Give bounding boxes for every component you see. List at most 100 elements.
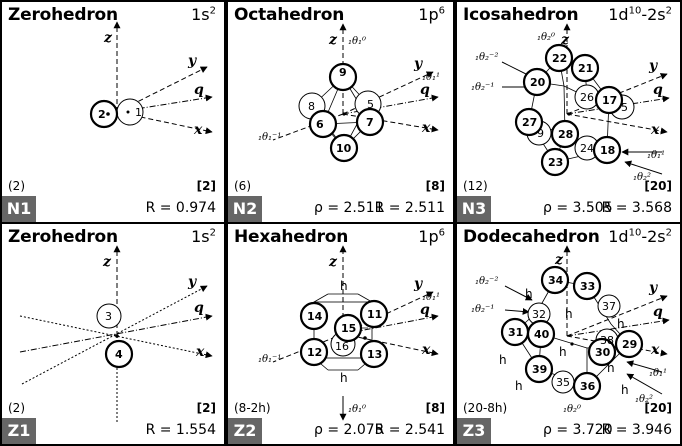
theta-label: ₁θ₂⁰ (563, 404, 581, 415)
node-z3-5: 40 (534, 328, 550, 341)
axis-y-label: y (413, 56, 423, 72)
axis-x-label: x (650, 342, 660, 358)
theta-label: ₁θ₁⁻¹ (258, 132, 281, 143)
node-n3-8: 28 (558, 128, 573, 141)
theta-label: ₁θ₂⁻² (475, 276, 498, 287)
axis-z-label: z (102, 254, 112, 270)
hole-label: h (607, 361, 615, 375)
panel-title: Hexahedron (234, 227, 349, 247)
radius-value: R = 0.974 (145, 200, 216, 216)
ball-count: [8] (425, 179, 445, 193)
theta-label: ₁θ₁¹ (647, 150, 665, 161)
axis-z-label: z (554, 252, 564, 268)
axis-y-label: y (648, 280, 658, 296)
node-n3-6: 27 (522, 116, 537, 129)
axis-x-label: x (421, 342, 431, 358)
node-z2-3: 16 (335, 340, 349, 353)
theta-label: ₁θ₂⁰ (537, 32, 555, 43)
vertex-count: (8-2h) (234, 401, 271, 415)
panel-title: Zerohedron (8, 5, 118, 25)
axis-z-label: z (328, 254, 338, 270)
axis-q-label: q (194, 300, 204, 316)
theta-label: ₁θ₁¹ (649, 368, 667, 379)
node-n2-0: 9 (339, 66, 347, 79)
node-z3-3: 37 (602, 300, 616, 313)
node-n3-0: 22 (552, 52, 567, 65)
axis-y-label: y (648, 58, 658, 74)
diagram-z3: 34 33 32 37 31 40 38 30 29 39 35 36 h h … (471, 245, 670, 415)
axis-x-label: x (650, 122, 660, 138)
panel-title: Octahedron (234, 5, 345, 25)
panel-tag: N3 (457, 196, 491, 222)
diagram-n1: 2 1 z y q x (89, 21, 213, 138)
ball-count: [20] (644, 179, 672, 193)
node-z3-7: 30 (595, 346, 611, 359)
node-z1-0: 3 (105, 310, 112, 323)
panel-z1: 3 4 z y q x Zerohedron 1s2 (2) [2] R = 1… (0, 222, 226, 446)
theta-label: ₁θ₂² (633, 172, 651, 183)
axis-q-label: q (653, 304, 663, 320)
node-n3-4: 17 (602, 94, 617, 107)
hole-label: h (565, 307, 573, 321)
axis-z-label: z (328, 32, 338, 48)
hole-label: h (499, 353, 507, 367)
hole-label: h (559, 345, 567, 359)
node-n2-4: 7 (366, 116, 374, 129)
diagram-n2: 9 8 5 6 7 10 z ₁θ₁⁰ y ₁θ₁¹ q x ₁θ₁⁻¹ (258, 23, 440, 163)
node-z3-11: 36 (580, 380, 596, 393)
panel-n3: 22 21 20 26 17 5 27 9 28 24 18 23 ₁θ₂⁰ z… (455, 0, 682, 224)
node-z3-9: 39 (532, 363, 547, 376)
node-z3-4: 31 (508, 326, 523, 339)
axis-q-label: q (420, 302, 430, 318)
theta-label: ₁θ₂⁻¹ (471, 82, 494, 93)
node-n2-2: 5 (367, 98, 374, 111)
node-n3-9: 24 (580, 142, 594, 155)
electron-config: 1d10-2s2 (608, 5, 672, 24)
axis-z-label: z (103, 30, 113, 46)
axis-q-label: q (420, 82, 430, 98)
axis-z-label: z (560, 32, 570, 48)
node-n3-2: 20 (530, 76, 546, 89)
axis-y-label: y (187, 53, 197, 69)
node-z3-1: 33 (580, 280, 595, 293)
panel-tag: N2 (228, 196, 262, 222)
panel-title: Zerohedron (8, 227, 118, 247)
electron-config: 1p6 (418, 227, 445, 246)
ball-count: [8] (425, 401, 445, 415)
diagram-z1: 3 4 z y q x (19, 245, 213, 424)
node-n2-3: 6 (316, 118, 324, 131)
node-n3-11: 23 (548, 156, 563, 169)
radius-value: R = 2.511 (374, 200, 445, 216)
axis-x-label: x (421, 120, 431, 136)
panel-tag: N1 (2, 196, 36, 222)
electron-config: 1s2 (191, 5, 216, 24)
ball-count: [2] (196, 179, 216, 193)
axis-x-label: x (195, 344, 205, 360)
node-n1-0: 2 (98, 108, 106, 121)
panel-title: Dodecahedron (463, 227, 600, 247)
diagram-n3: 22 21 20 26 17 5 27 9 28 24 18 23 ₁θ₂⁰ z… (471, 23, 670, 183)
panel-z3: 34 33 32 37 31 40 38 30 29 39 35 36 h h … (455, 222, 682, 446)
density-value: ρ = 3.505 (543, 200, 613, 216)
hole-label: h (515, 379, 523, 393)
electron-config: 1d10-2s2 (608, 227, 672, 246)
node-z2-4: 12 (307, 346, 322, 359)
node-n1-1: 1 (135, 106, 142, 119)
theta-label: ₁θ₂⁻¹ (471, 304, 494, 315)
radius-value: R = 3.946 (601, 422, 672, 438)
axis-q-label: q (653, 82, 663, 98)
hole-label: h (340, 279, 348, 293)
theta-label: ₁θ₁⁰ (348, 36, 366, 47)
panel-n1: 2 1 z y q x Zerohedron 1s2 (2) [2] R = 0… (0, 0, 226, 224)
panel-tag: Z3 (457, 418, 491, 444)
node-n2-1: 8 (308, 100, 315, 113)
theta-label: ₁θ₂⁻² (475, 52, 498, 63)
vertex-count: (20-8h) (463, 401, 508, 415)
node-z3-6: 38 (600, 334, 614, 347)
theta-label: ₁θ₁¹ (422, 72, 440, 83)
node-n3-7: 9 (537, 127, 544, 140)
radius-value: R = 1.554 (145, 422, 216, 438)
electron-config: 1s2 (191, 227, 216, 246)
panel-n2: 9 8 5 6 7 10 z ₁θ₁⁰ y ₁θ₁¹ q x ₁θ₁⁻¹ Oct… (226, 0, 455, 224)
